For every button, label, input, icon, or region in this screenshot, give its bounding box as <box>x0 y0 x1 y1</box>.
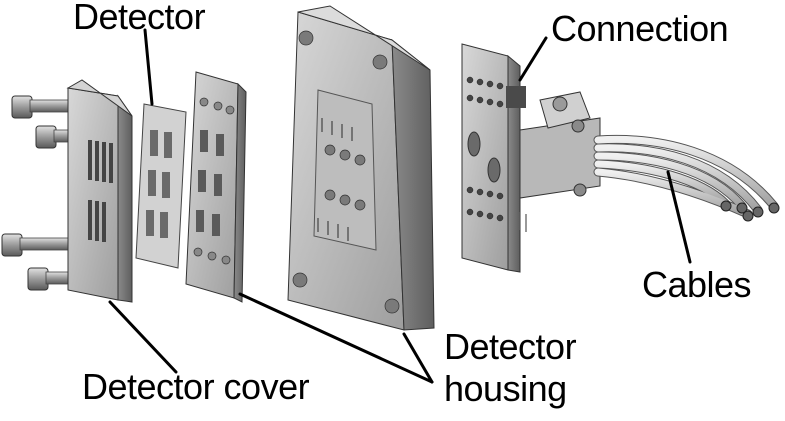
leader-cover <box>108 300 178 374</box>
label-detector-housing-line1: Detector <box>444 326 577 367</box>
leader-housing-b <box>402 332 434 384</box>
leader-detector <box>143 28 154 106</box>
label-detector-housing-line2: housing <box>444 368 567 409</box>
connection-block <box>461 43 601 273</box>
detector-board <box>135 103 187 269</box>
detector-cover-plate <box>66 79 133 303</box>
leader-housing-a <box>238 292 434 384</box>
leader-connection <box>518 36 548 82</box>
detector-housing-block <box>287 5 435 331</box>
label-cables: Cables <box>642 264 752 305</box>
detector-housing-plate <box>185 71 247 303</box>
leader-cables <box>666 170 692 264</box>
leader-lines <box>108 28 692 384</box>
label-detector: Detector <box>73 0 206 37</box>
label-detector-cover: Detector cover <box>82 366 310 407</box>
cables <box>593 134 780 222</box>
label-connection: Connection <box>551 8 729 49</box>
